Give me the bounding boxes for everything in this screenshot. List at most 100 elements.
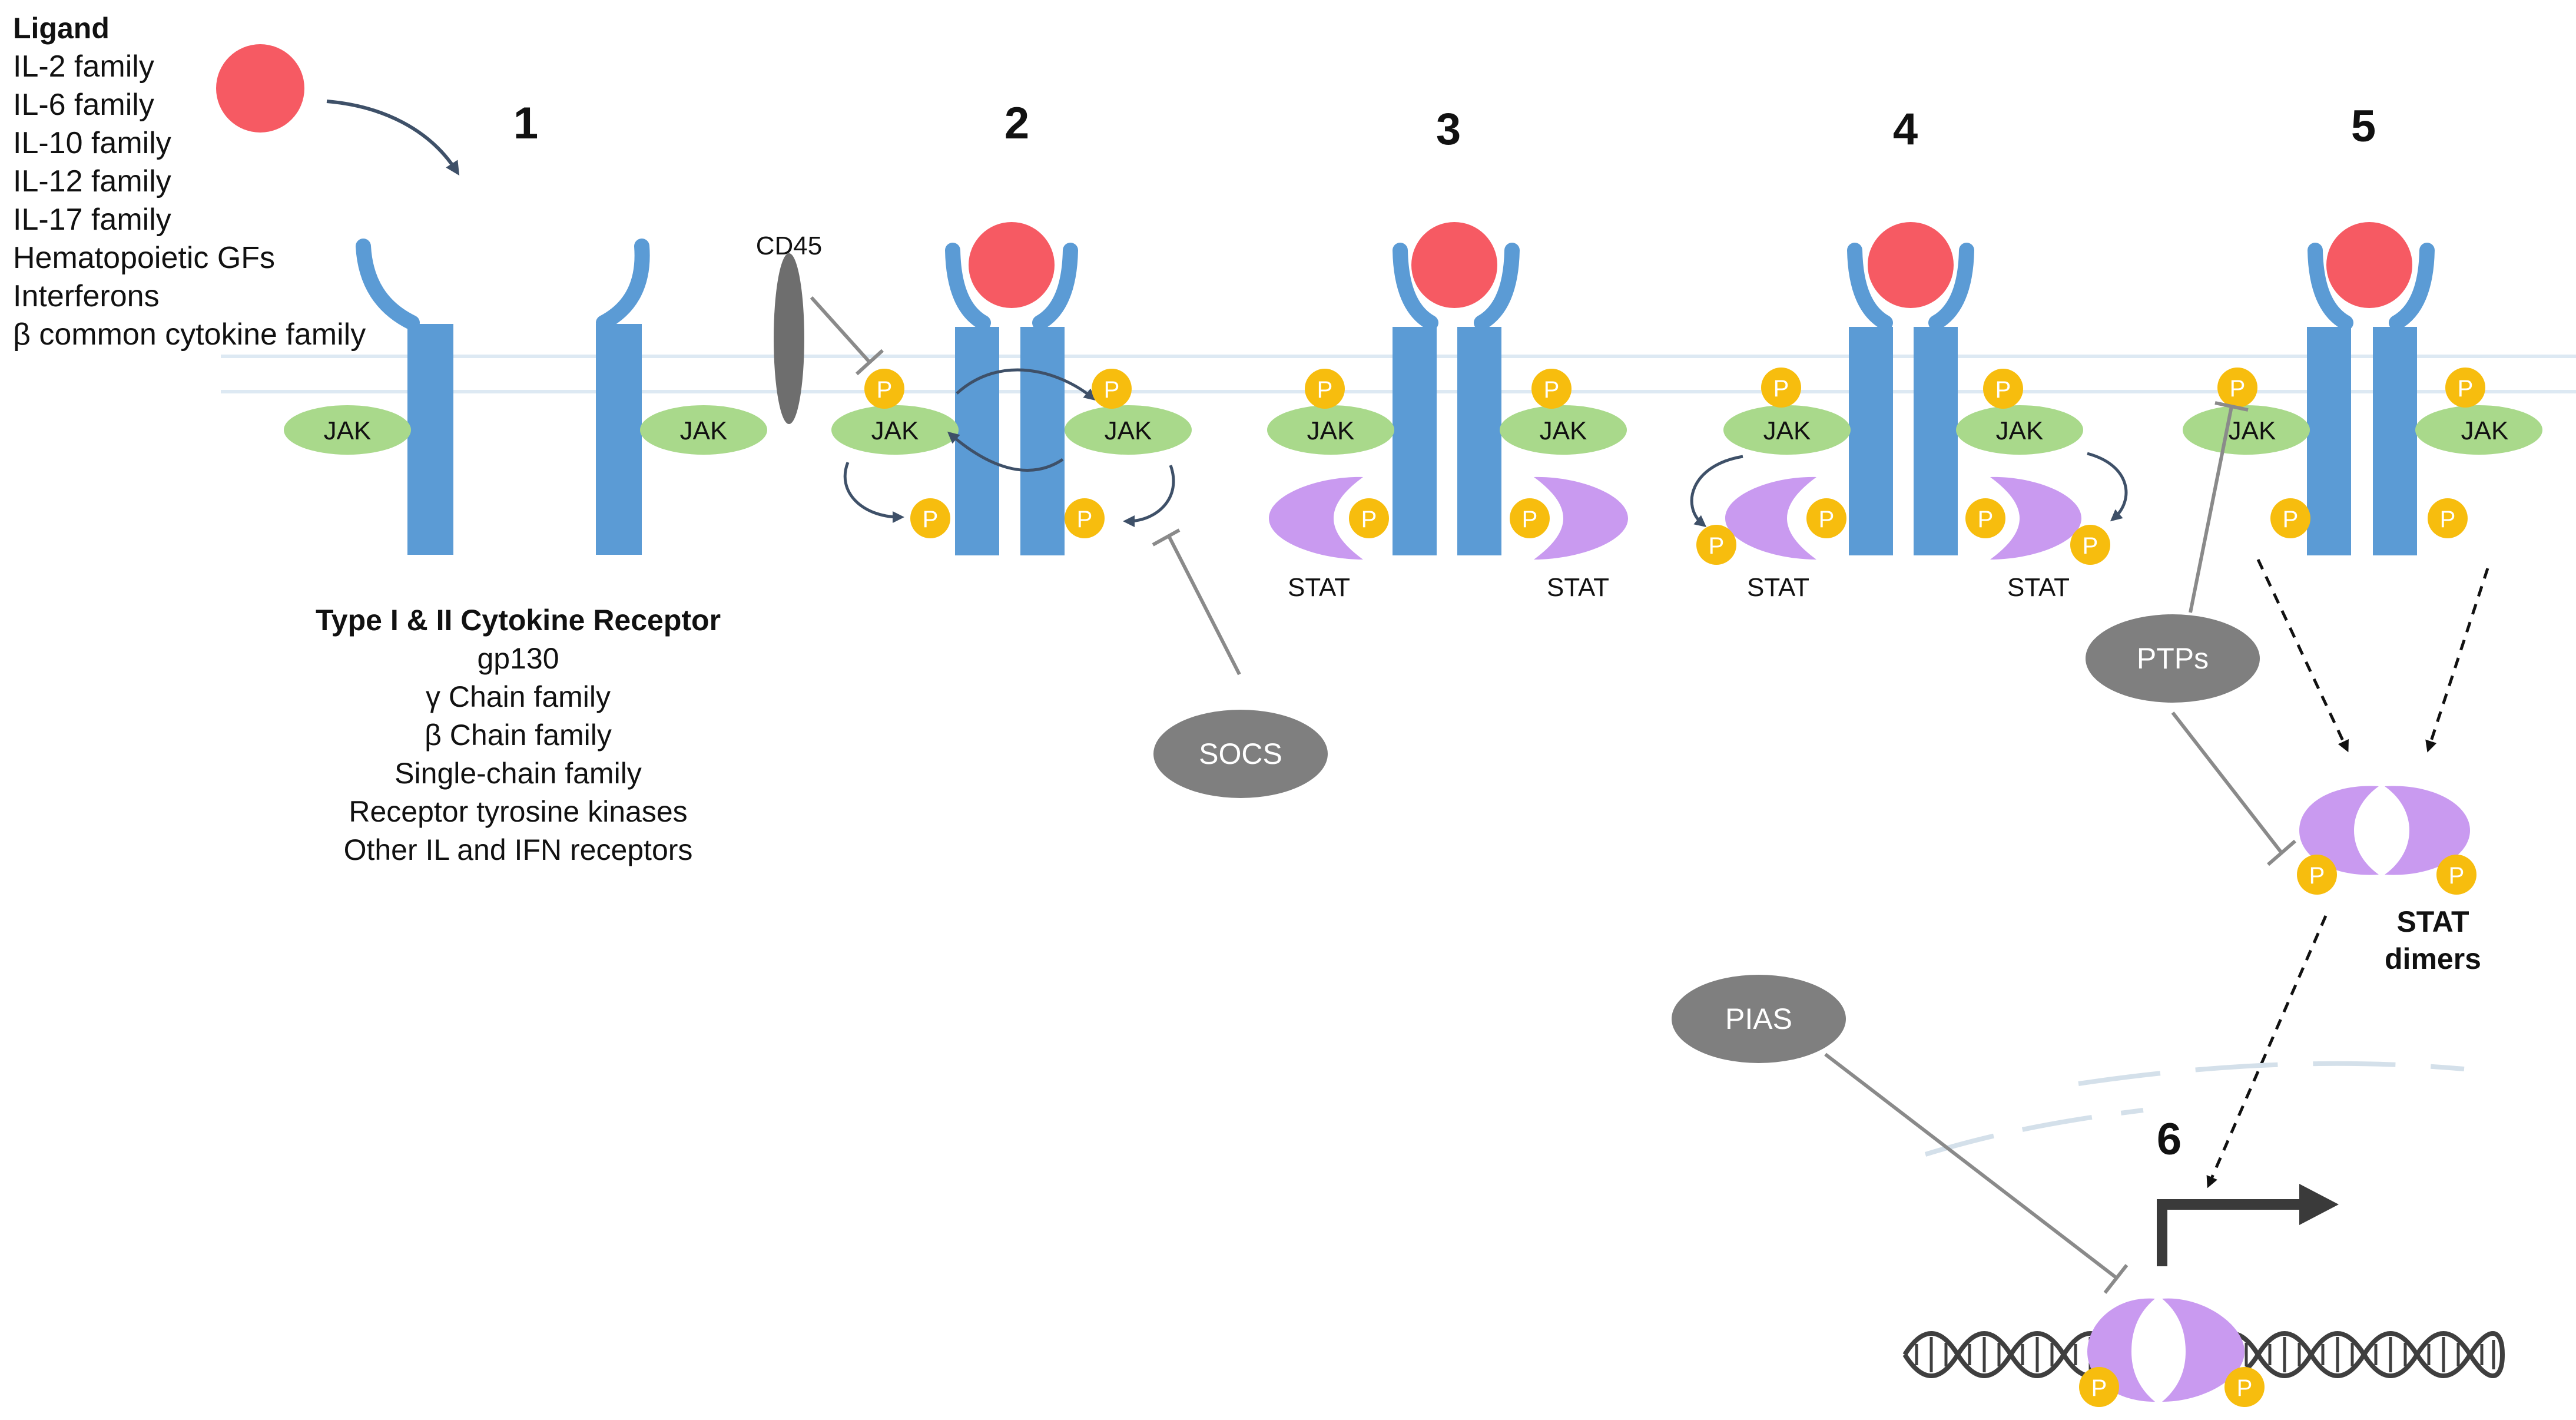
pias-regulator — [1672, 975, 1846, 1063]
cd45-label: CD45 — [756, 231, 823, 260]
step-number: 4 — [1893, 104, 1918, 154]
jak-kinase: JAK — [831, 405, 959, 455]
phospho-label: P — [2449, 863, 2465, 889]
step-3-stat-recruitment: JAK JAK P P P P STAT STAT — [1267, 222, 1628, 602]
bound-ligand — [969, 222, 1055, 308]
phospho-group: P — [1983, 369, 2023, 409]
receptor-item: β Chain family — [425, 719, 612, 752]
ligand-binding-arrow — [326, 100, 460, 176]
stat-dimers-label: dimers — [2385, 942, 2481, 975]
jak-label: JAK — [324, 416, 372, 445]
socs-inhibition — [1152, 528, 1241, 676]
phospho-group: P — [1065, 498, 1105, 538]
cd45-phosphatase — [774, 253, 804, 424]
jak-kinase: JAK — [1723, 405, 1851, 455]
phosphorylation-arrow — [2087, 452, 2128, 522]
phospho-group: P — [2297, 855, 2337, 895]
phospho-group: P — [2217, 368, 2257, 408]
jak-kinase: JAK — [1500, 405, 1627, 455]
free-ligand — [216, 44, 304, 133]
transcription-arrow — [2157, 1199, 2308, 1266]
receptor-item: Single-chain family — [394, 757, 642, 790]
phospho-label: P — [1317, 377, 1333, 403]
stat-label: STAT — [1547, 573, 1609, 602]
phospho-group: P — [2270, 498, 2310, 538]
ligand-item: IL-2 family — [13, 49, 154, 84]
jak-kinase: JAK — [1267, 405, 1394, 455]
phospho-group: P — [2436, 855, 2476, 895]
receptor-chain — [1849, 327, 1893, 555]
receptor-chain — [2373, 327, 2417, 555]
pias-inhibition — [1824, 1052, 2129, 1294]
phospho-label: P — [923, 507, 939, 532]
jak-label: JAK — [2229, 416, 2276, 445]
ligand-item: β common cytokine family — [13, 317, 366, 352]
step-number: 5 — [2351, 101, 2376, 151]
receptor-chain — [2307, 327, 2351, 555]
socs-regulator — [1153, 710, 1328, 798]
receptor-chain — [356, 239, 453, 555]
receptor-chain — [596, 239, 650, 555]
phospho-group: P — [1696, 525, 1736, 565]
jak-label: JAK — [680, 416, 728, 445]
receptor-list: gp130 γ Chain family β Chain family Sing… — [344, 642, 693, 866]
jak-label: JAK — [1763, 416, 1811, 445]
step-4-stat-phosphorylation: JAK JAK P P P P P P STAT STAT — [1690, 222, 2128, 602]
jak-label: JAK — [871, 416, 919, 445]
stat-protein — [1269, 476, 1363, 560]
dna-base-pairs — [1915, 1337, 2495, 1372]
nuclear-envelope — [1924, 1061, 2465, 1157]
stat-dimers-label: STAT — [2396, 905, 2469, 938]
receptor-chain — [1393, 327, 1437, 555]
jak-label: JAK — [1105, 416, 1152, 445]
receptor-chain — [1020, 327, 1065, 555]
receptor-item: gp130 — [477, 642, 559, 675]
jak-kinase: JAK — [1956, 405, 2083, 455]
jak-kinase: JAK — [2183, 405, 2310, 455]
ligand-item: IL-6 family — [13, 88, 154, 122]
phospho-label: P — [2440, 507, 2456, 532]
step-number: 2 — [1004, 98, 1029, 148]
phospho-group: P — [1510, 498, 1550, 538]
stat-label: STAT — [2007, 573, 2070, 602]
phospho-group: P — [2428, 498, 2468, 538]
step-numbers: 1 2 3 4 5 6 — [513, 98, 2376, 1164]
jak-label: JAK — [1540, 416, 1587, 445]
jak-kinase: JAK — [284, 405, 411, 455]
bound-ligand — [2326, 222, 2412, 308]
receptor-title: Type I & II Cytokine Receptor — [316, 604, 721, 637]
phospho-label: P — [877, 377, 893, 403]
phospho-label: P — [2237, 1375, 2253, 1401]
phospho-group: P — [1305, 369, 1345, 409]
receptor-item: Other IL and IFN receptors — [344, 833, 693, 866]
receptor-chain — [1457, 327, 1501, 555]
phosphorylation-arrow — [1690, 455, 1743, 528]
dna-helix — [1902, 1331, 2505, 1378]
receptor-item: Receptor tyrosine kinases — [349, 795, 687, 828]
phosphorylation-arrow — [1123, 465, 1175, 527]
phospho-label: P — [1773, 376, 1789, 402]
ligand-item: IL-17 family — [13, 203, 171, 237]
step-number: 6 — [2157, 1114, 2182, 1164]
phospho-label: P — [2083, 533, 2098, 559]
phospho-group: P — [2079, 1367, 2119, 1407]
phospho-label: P — [1361, 507, 1377, 532]
jak-kinase: JAK — [1065, 405, 1192, 455]
phospho-group: P — [2224, 1367, 2265, 1407]
step-1-receptors: JAK JAK — [284, 239, 767, 555]
cd45-inhibition — [810, 296, 884, 376]
phospho-group: P — [1965, 498, 2005, 538]
phospho-label: P — [1978, 507, 1994, 532]
receptor-chain — [955, 327, 999, 555]
phospho-label: P — [2230, 376, 2246, 402]
phospho-label: P — [2309, 863, 2325, 889]
step-2-activation: JAK JAK P P P P — [831, 222, 1192, 555]
phospho-label: P — [1819, 507, 1835, 532]
phosphorylation-arrow — [843, 462, 904, 523]
stat-protein — [1725, 476, 1816, 560]
step-5-stat-release: JAK JAK P P P P — [2183, 222, 2542, 753]
bound-ligand — [1411, 222, 1497, 308]
jak-label: JAK — [1996, 416, 2044, 445]
phospho-label: P — [1995, 377, 2011, 403]
